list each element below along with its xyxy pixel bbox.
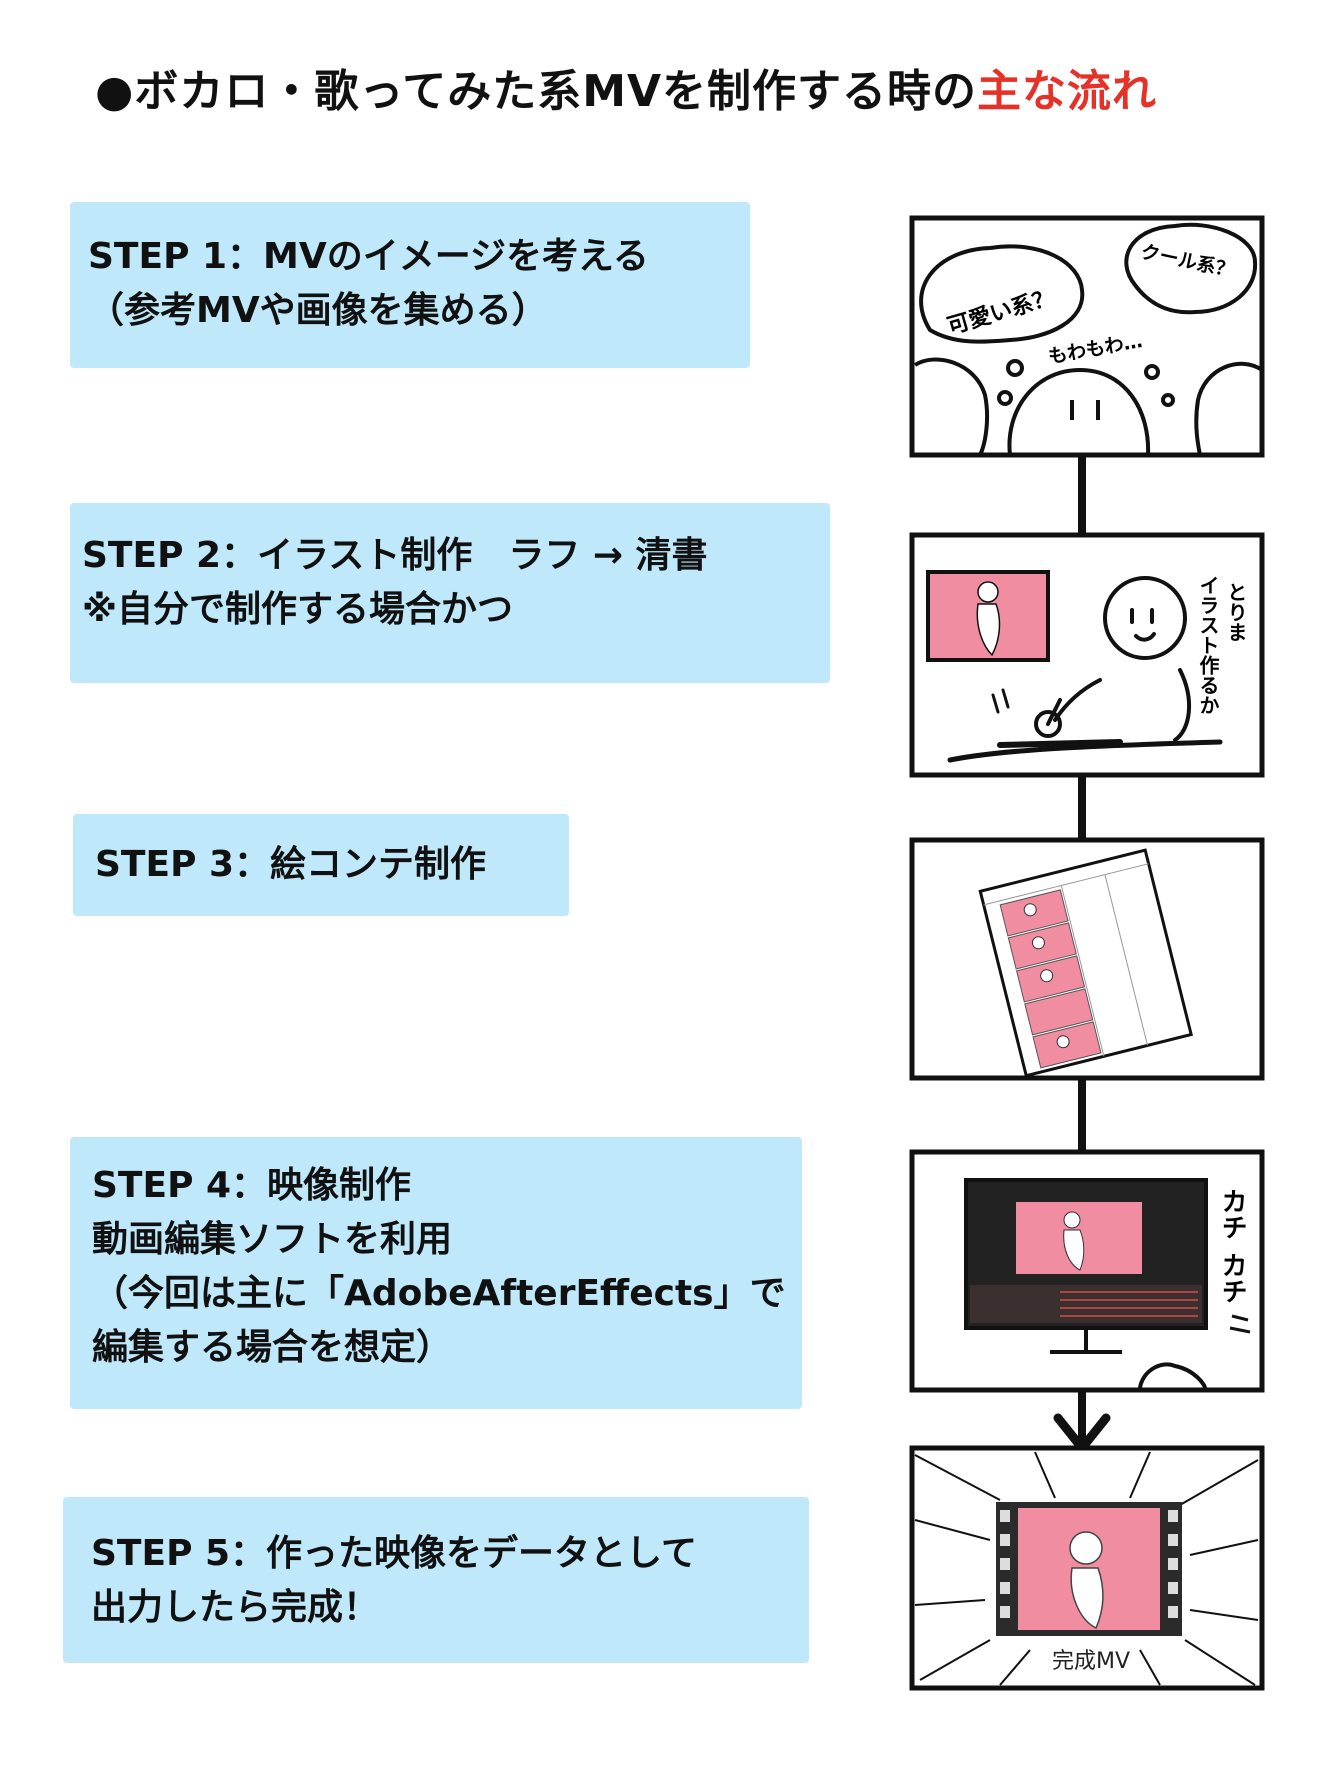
thought-bubble-left [919, 244, 1085, 344]
panel-4-editing: カチ カチ [909, 1149, 1265, 1393]
step-4-line-1: STEP 4：映像制作 [92, 1165, 412, 1206]
character-head [1007, 367, 1151, 456]
step-4-line-3: （今回は主に「AdobeAfterEffects」で [92, 1273, 786, 1314]
vertical-text-2: イラスト作るか [1196, 575, 1220, 715]
video-figure [1069, 1531, 1104, 1630]
step-1-box: STEP 1：MVのイメージを考える （参考MVや画像を集める） [70, 202, 750, 368]
pen [1046, 698, 1062, 726]
page-title: ●ボカロ・歌ってみた系MVを制作する時の主な流れ [95, 55, 1157, 119]
step-5-box: STEP 5：作った映像をデータとして 出力したら完成！ [63, 1497, 809, 1663]
cloud-left [913, 357, 990, 456]
panel-1-thinking: 可愛い系？ クール系？ もわもわ… [909, 215, 1265, 458]
step-4-line-2: 動画編集ソフトを利用 [92, 1219, 453, 1260]
film-perforations [1000, 1510, 1178, 1618]
panel-2-drawing: とりま イラスト作るか [909, 532, 1265, 778]
step-4-box: STEP 4：映像制作 動画編集ソフトを利用 （今回は主に「AdobeAfter… [70, 1137, 802, 1409]
step-1-line-2: （参考MVや画像を集める） [88, 290, 548, 331]
thought-dot [1144, 364, 1160, 380]
thought-dot [1006, 359, 1024, 377]
step-5-line-1: STEP 5：作った映像をデータとして [91, 1533, 697, 1574]
step-3-line-1: STEP 3：絵コンテ制作 [95, 844, 487, 885]
motion-lines [991, 688, 1010, 714]
thought-dot [1161, 393, 1175, 407]
panel-3-storyboard [909, 837, 1265, 1081]
panel-5-complete: 完成MV [909, 1445, 1265, 1691]
step-2-line-2: ※自分で制作する場合かつ [82, 589, 513, 630]
tablet [997, 739, 1123, 748]
step-2-box: STEP 2：イラスト制作 ラフ → 清書 ※自分で制作する場合かつ [70, 503, 830, 683]
sfx-text-2: カチ [1217, 1252, 1247, 1304]
step-3-box: STEP 3：絵コンテ制作 [73, 814, 569, 916]
smile [1134, 632, 1156, 642]
caption-complete-mv: 完成MV [1052, 1649, 1130, 1674]
hand-on-mouse [1138, 1362, 1207, 1389]
title-prefix: ●ボカロ・歌ってみた系MVを制作する時の [95, 66, 978, 117]
step-5-line-2: 出力したら完成！ [91, 1587, 380, 1628]
thought-bubble-right [1124, 222, 1258, 315]
title-highlight: 主な流れ [977, 66, 1158, 117]
small-figure [976, 581, 1001, 657]
step-1-line-1: STEP 1：MVのイメージを考える [88, 236, 649, 277]
storyboard-frame [1024, 988, 1094, 1036]
timeline-panel [970, 1285, 1202, 1323]
sfx-text-1: カチ [1217, 1188, 1247, 1240]
motion-lines [1229, 1314, 1251, 1334]
preview-figure [1063, 1211, 1085, 1271]
step-2-line-1: STEP 2：イラスト制作 ラフ → 清書 [82, 535, 708, 576]
desk-line [947, 739, 1223, 763]
step-4-line-4: 編集する場合を想定） [92, 1327, 453, 1368]
thought-dot [997, 390, 1013, 406]
hand [1034, 710, 1062, 738]
cloud-right [1194, 361, 1264, 456]
vertical-text-1: とりま [1224, 582, 1248, 642]
character-body [1173, 668, 1192, 742]
flow-connectors [1053, 455, 1111, 1453]
speed-lines [914, 1451, 1259, 1686]
storyboard-sheet [978, 848, 1194, 1078]
character-head [1103, 576, 1187, 660]
